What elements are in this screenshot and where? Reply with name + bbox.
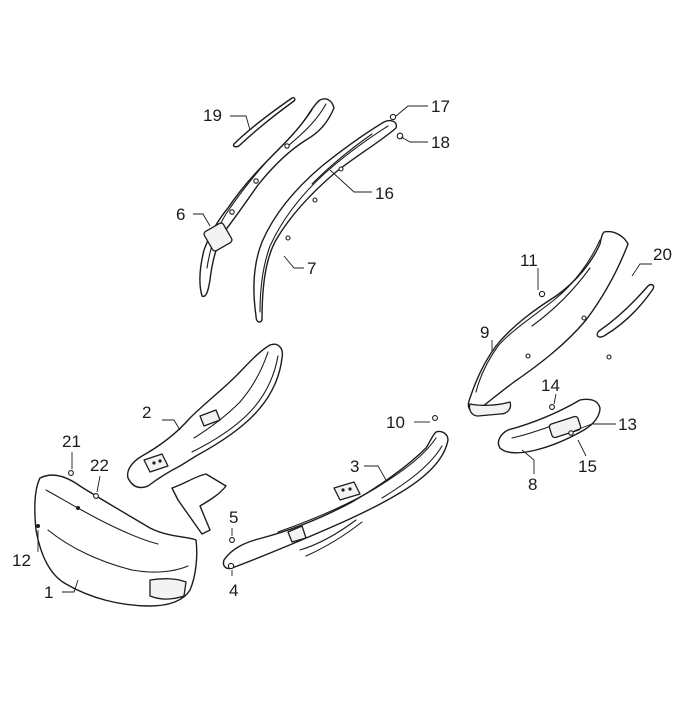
callout-21: 21 xyxy=(62,432,81,451)
callout-9: 9 xyxy=(480,323,489,342)
callout-20: 20 xyxy=(653,245,672,264)
callout-15: 15 xyxy=(578,457,597,476)
part-5-screw xyxy=(229,537,235,543)
callout-13: 13 xyxy=(618,415,637,434)
part-2-footboard xyxy=(126,343,284,535)
callout-12: 12 xyxy=(12,551,31,570)
part-7-center-trim xyxy=(253,119,397,323)
callout-2: 2 xyxy=(142,403,151,422)
callout-3: 3 xyxy=(350,457,359,476)
part-4-clip xyxy=(227,562,235,570)
callout-22: 22 xyxy=(90,456,109,475)
callout-17: 17 xyxy=(431,97,450,116)
callout-6: 6 xyxy=(176,205,185,224)
callout-1: 1 xyxy=(44,583,53,602)
callout-7: 7 xyxy=(307,259,316,278)
part-8-footrest-trim xyxy=(497,398,601,454)
callout-8: 8 xyxy=(528,475,537,494)
part-9-rear-panel xyxy=(467,230,629,417)
part-17-screw xyxy=(389,113,397,121)
part-3-lower-footboard xyxy=(222,430,449,570)
part-22-screw xyxy=(93,493,99,499)
callout-14: 14 xyxy=(541,376,560,395)
callout-5: 5 xyxy=(229,508,238,527)
leader-lines xyxy=(37,105,652,593)
part-11-screw xyxy=(538,290,546,298)
part-10-screw xyxy=(432,415,438,421)
callout-4: 4 xyxy=(229,581,238,600)
part-20-rear-trim-strip xyxy=(596,283,655,360)
callout-18: 18 xyxy=(431,133,450,152)
part-21-screw xyxy=(68,470,74,476)
callout-labels: 19 17 18 6 16 7 11 20 9 10 14 13 15 8 2 … xyxy=(12,97,672,602)
callout-11: 11 xyxy=(520,251,538,270)
callout-19: 19 xyxy=(203,106,222,125)
callout-10: 10 xyxy=(386,413,405,432)
part-6-inner-panel xyxy=(199,98,335,298)
part-1-front-cover xyxy=(34,474,198,607)
callout-16: 16 xyxy=(375,184,394,203)
part-19-trim-strip xyxy=(232,97,296,148)
